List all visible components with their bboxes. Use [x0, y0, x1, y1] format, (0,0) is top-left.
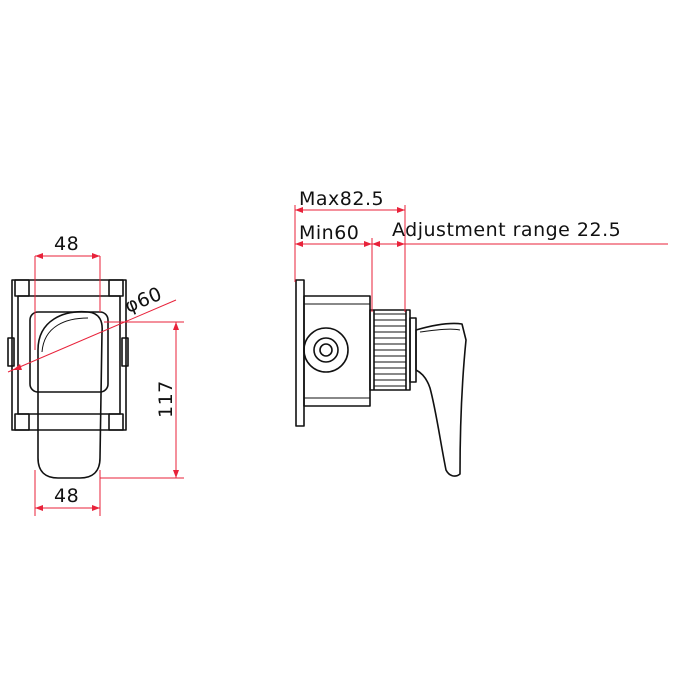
front-handle-edge	[41, 317, 89, 353]
side-inlet-port-outer	[303, 327, 349, 373]
side-min-dimension	[295, 238, 373, 312]
front-bottom-width-label: 48	[54, 485, 79, 507]
side-lever-handle	[415, 322, 467, 477]
front-diameter-label: φ60	[122, 283, 166, 318]
front-cover-plate	[29, 311, 109, 393]
side-adjustment-label: Adjustment range 22.5	[392, 219, 621, 241]
front-height-label: 117	[155, 380, 177, 418]
side-cover-plate	[409, 317, 417, 383]
front-handle	[37, 310, 103, 479]
side-min-label: Min60	[299, 222, 359, 244]
side-body	[303, 295, 371, 407]
side-inlet-port-mid	[313, 337, 339, 363]
side-back-flange	[295, 279, 305, 427]
side-view: Max82.5 Min60 Adjustment range 22.5	[294, 188, 668, 477]
front-top-width-dimension	[34, 253, 101, 350]
front-diameter-leader	[7, 299, 177, 373]
front-height-dimension	[100, 321, 184, 479]
side-adjustment-dimension	[372, 241, 668, 247]
side-lever-handle-edge	[419, 328, 461, 333]
side-inlet-port-inner	[319, 343, 333, 357]
side-threaded-sleeve	[369, 309, 411, 391]
side-max-label: Max82.5	[299, 188, 384, 210]
front-mounting-plate	[7, 279, 129, 431]
front-top-width-label: 48	[54, 233, 79, 255]
front-view: 48 48 φ60 117	[7, 233, 184, 516]
